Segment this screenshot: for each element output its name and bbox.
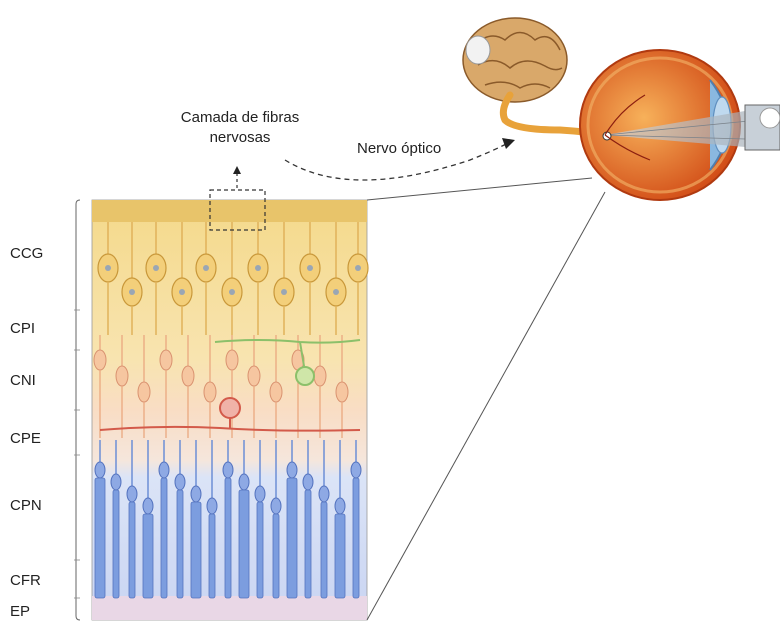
optic-nerve-label: Nervo óptico: [357, 140, 441, 157]
fiber-layer-label-line2: nervosas: [140, 128, 340, 148]
zoom-line-bottom: [367, 192, 605, 620]
layer-label-cpe: CPE: [10, 430, 41, 447]
layer-label-ccg: CCG: [10, 245, 43, 262]
layer-label-ep: EP: [10, 603, 30, 620]
fiber-layer-label-line1: Camada de fibras: [140, 108, 340, 128]
layer-label-cni: CNI: [10, 372, 36, 389]
retina-section: [92, 190, 368, 620]
eye-illustration: [580, 50, 780, 200]
fiber-layer-label: Camada de fibras nervosas: [140, 108, 340, 148]
zoom-line-top: [367, 178, 592, 200]
layer-label-cfr: CFR: [10, 572, 41, 589]
layer-label-cpi: CPI: [10, 320, 35, 337]
layer-label-cpn: CPN: [10, 497, 42, 514]
